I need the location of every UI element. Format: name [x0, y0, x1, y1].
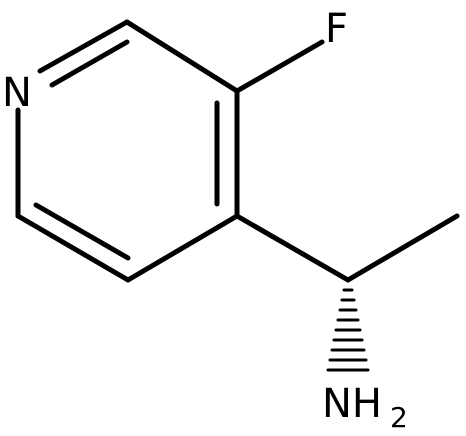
- bond-chiral-methyl: [345, 213, 460, 283]
- bond-c3-f: [234, 39, 325, 94]
- bond-n-c2-inner: [49, 39, 130, 88]
- atom-label-nh-subscript: 2: [390, 401, 408, 434]
- pyridine-ring: [15, 19, 240, 283]
- atom-label-n: N: [2, 70, 32, 116]
- bond-c4-chiral: [234, 213, 351, 283]
- bond-c5-c6: [15, 213, 131, 283]
- atom-label-f: F: [325, 6, 348, 52]
- atom-label-nh: NH: [322, 381, 382, 427]
- bond-c5-c6-inner: [33, 202, 131, 261]
- hashed-wedge-bond: [326, 288, 370, 372]
- bond-n-c2: [37, 19, 130, 74]
- bond-c2-c3: [124, 19, 240, 94]
- bond-c4-c5: [125, 213, 240, 283]
